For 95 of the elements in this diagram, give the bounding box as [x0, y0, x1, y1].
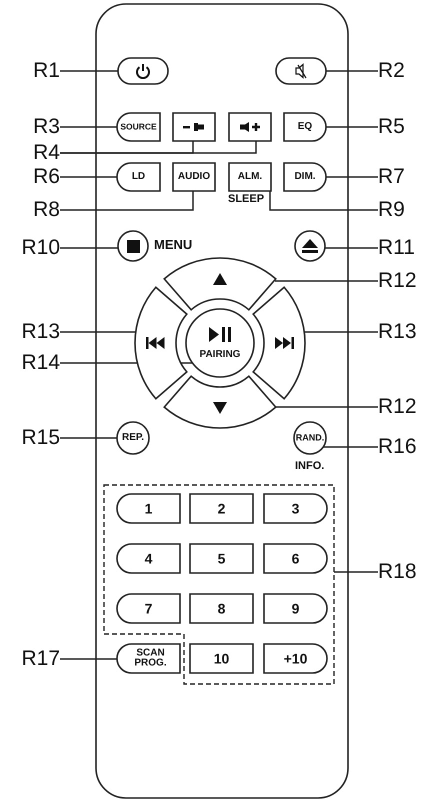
button-caption: SLEEP — [228, 193, 264, 205]
leader-line — [323, 446, 378, 448]
callout-number: R2 — [378, 59, 438, 83]
remote-button — [264, 644, 327, 673]
leader-line — [60, 247, 118, 249]
callout-number: R13 — [4, 320, 60, 344]
button-label: LD — [130, 172, 146, 182]
callout-number: R11 — [378, 236, 438, 260]
remote-button — [190, 494, 253, 523]
remote-button — [117, 644, 180, 673]
leader-line — [60, 70, 118, 72]
remote-button — [173, 113, 215, 141]
button-label: SOURCE — [119, 122, 158, 132]
number-keypad-area — [104, 485, 334, 684]
button-label: +10 — [282, 651, 308, 666]
remote-button — [117, 544, 180, 573]
remote-button — [284, 113, 326, 141]
callout-number: R18 — [378, 560, 438, 584]
remote-button — [276, 58, 326, 84]
button-label: PAIRING — [198, 350, 242, 360]
callout-number: R14 — [4, 351, 60, 375]
button-label: 1 — [144, 501, 154, 516]
remote-button — [294, 422, 326, 454]
callout-number: R10 — [4, 236, 60, 260]
button-label: 6 — [290, 551, 300, 566]
button-label: 8 — [216, 601, 226, 616]
button-label: SCAN PROG. — [133, 648, 168, 669]
callout-number: R12 — [378, 269, 438, 293]
remote-button — [264, 544, 327, 573]
leader-line — [304, 331, 378, 333]
remote-button — [229, 163, 271, 191]
remote-button — [264, 494, 327, 523]
callout-number: R5 — [378, 115, 438, 139]
button-caption: INFO. — [295, 460, 324, 472]
button-label: AUDIO — [176, 172, 212, 182]
leader-line — [334, 571, 378, 573]
remote-button — [117, 594, 180, 623]
button-label: ALM. — [236, 172, 264, 182]
button-label: 7 — [144, 601, 154, 616]
leader-line — [60, 437, 117, 439]
leader-line — [60, 141, 257, 154]
button-label: 2 — [216, 501, 226, 516]
callout-number: R7 — [378, 165, 438, 189]
remote-button — [117, 494, 180, 523]
callout-number: R9 — [378, 198, 438, 222]
callout-number: R1 — [4, 59, 60, 83]
leader-line — [275, 280, 378, 282]
callout-number: R15 — [4, 426, 60, 450]
leader-line — [269, 191, 378, 211]
leader-line — [60, 126, 117, 128]
button-label: DIM. — [293, 172, 317, 182]
remote-button — [117, 113, 160, 141]
remote-button — [190, 594, 253, 623]
remote-button — [134, 286, 188, 400]
leader-line — [326, 176, 378, 178]
button-label: 9 — [290, 601, 300, 616]
leader-line — [60, 191, 194, 211]
leader-line — [326, 126, 378, 128]
callout-number: R12 — [378, 395, 438, 419]
button-caption: MENU — [154, 237, 192, 252]
leader-line — [60, 658, 117, 660]
remote-button — [163, 375, 277, 429]
callout-number: R13 — [378, 320, 438, 344]
remote-button — [190, 644, 253, 673]
callout-number: R4 — [4, 141, 60, 165]
remote-button — [295, 231, 325, 261]
remote-button — [118, 58, 168, 84]
remote-button — [117, 163, 160, 191]
leader-line — [60, 176, 117, 178]
callout-number: R16 — [378, 435, 438, 459]
remote-button — [163, 257, 277, 311]
leader-line — [276, 406, 378, 408]
remote-button — [229, 113, 271, 141]
button-label: 10 — [212, 651, 230, 666]
remote-button — [284, 163, 326, 191]
button-label: 3 — [290, 501, 300, 516]
button-label: REP. — [120, 432, 146, 444]
leader-line — [325, 247, 378, 249]
button-label: RAND. — [294, 433, 326, 443]
callout-number: R3 — [4, 115, 60, 139]
remote-button — [264, 594, 327, 623]
button-label: EQ — [296, 122, 314, 132]
leader-line — [60, 331, 136, 333]
remote-button — [173, 163, 215, 191]
remote-button — [118, 231, 148, 261]
remote-button — [186, 309, 254, 377]
callout-number: R6 — [4, 165, 60, 189]
button-label: 5 — [216, 551, 226, 566]
callout-number: R17 — [4, 647, 60, 671]
remote-button — [252, 286, 306, 400]
remote-button — [117, 422, 149, 454]
leader-line — [326, 70, 378, 72]
button-label: 4 — [144, 551, 154, 566]
remote-button — [190, 544, 253, 573]
callout-number: R8 — [4, 198, 60, 222]
